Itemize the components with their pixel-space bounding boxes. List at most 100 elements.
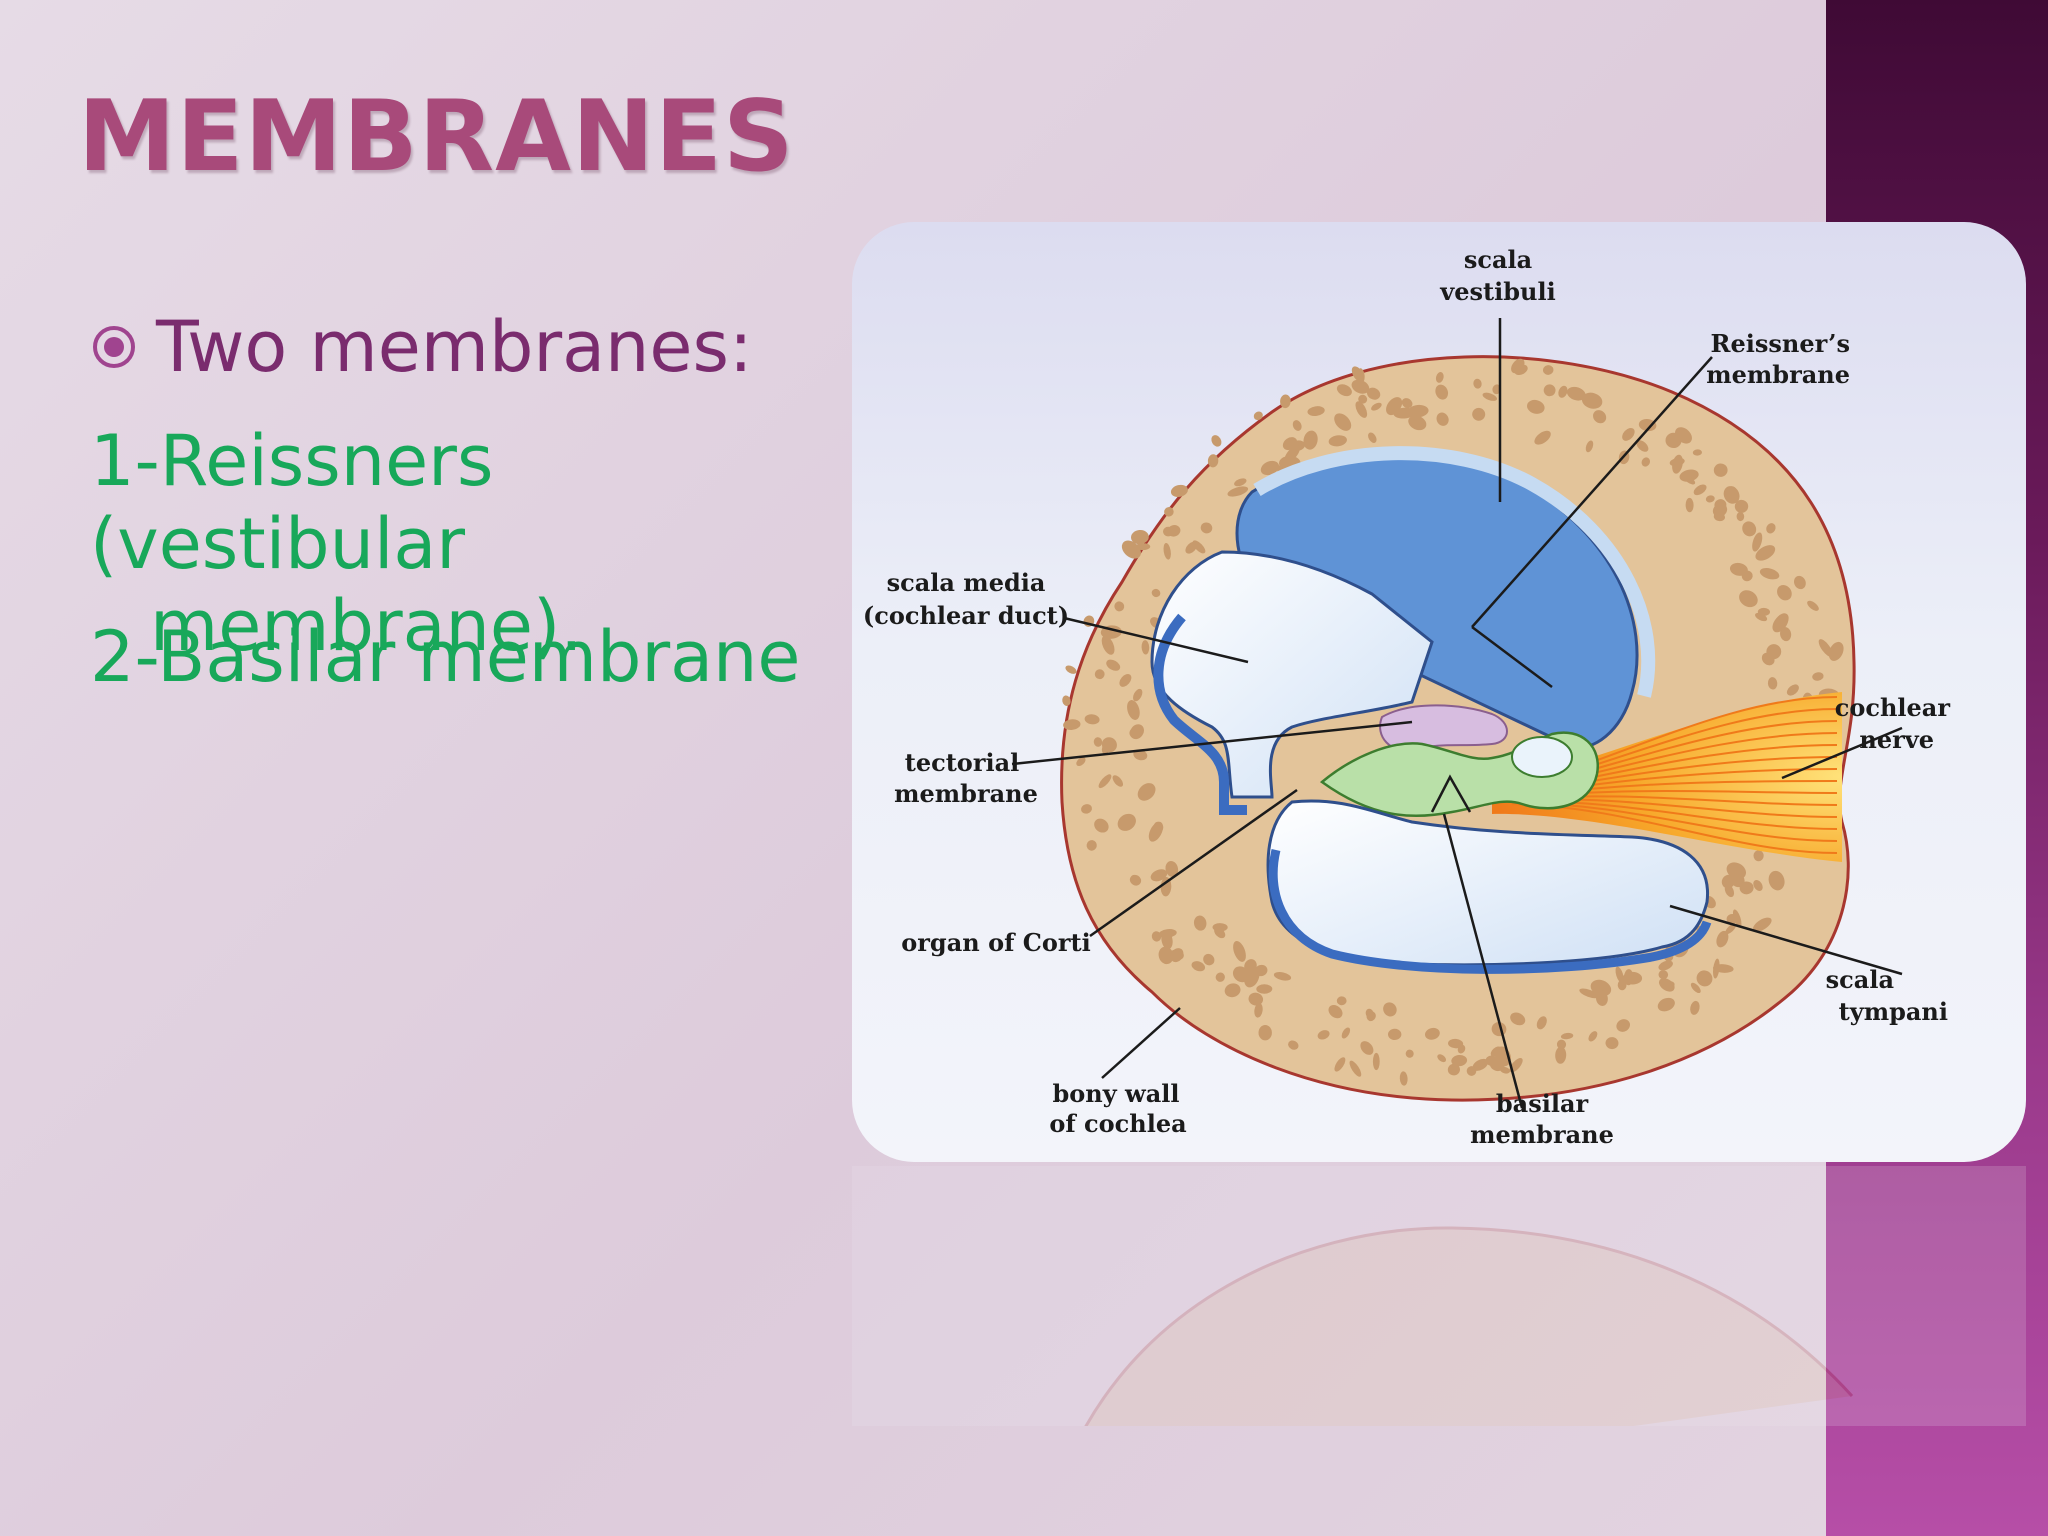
scala-tympani-wall [1268,848,1712,974]
bone-spot [1248,992,1264,1006]
bone-spot [1185,541,1198,554]
bone-spot [1227,486,1249,497]
bone-spot [1151,588,1161,598]
bone-spot [1767,677,1778,690]
bone-spot [1675,427,1692,444]
bone-spot [1336,996,1347,1006]
bone-spot [1154,821,1164,832]
bone-spot [1163,542,1171,560]
bone-spot [1130,724,1144,740]
label-bony-wall-1: bony wall [1053,1079,1180,1108]
bone-spot [1527,399,1545,414]
bone-spot [1256,984,1273,994]
label-basilar-2: membrane [1470,1120,1614,1149]
bone-spot [1065,665,1077,674]
bullet-text: Two membranes: [156,306,753,388]
bone-spot [1622,427,1635,441]
bullet-line: Two membranes: [90,306,753,389]
bone-spot [1696,970,1713,987]
bone-spot [1112,775,1124,787]
bone-spot [1692,449,1702,456]
bone-spot [1742,521,1757,537]
bone-spot [1757,607,1770,616]
bone-spot [1617,979,1627,991]
bone-spot [1739,590,1758,608]
bone-spot [1585,440,1594,453]
diagram-labels: scala vestibuli Reissner’s membrane scal… [863,245,1950,1149]
bone-spot [1121,540,1141,559]
bone-spot [1818,639,1833,657]
bone-spot [1807,600,1819,611]
bone-spot [1399,1071,1408,1086]
bone-spot [1472,1058,1489,1071]
bone-spot [1260,460,1280,476]
bone-spot [1292,420,1302,431]
bone-spot [1366,387,1381,400]
bone-spot [1690,982,1701,994]
bone-spot [1435,372,1444,383]
label-basilar-1: basilar [1496,1089,1589,1118]
bone-spot [1214,927,1226,939]
bone-spot [1734,499,1749,513]
bone-spot [1641,457,1651,467]
bone-spot [1812,672,1824,681]
scala-media [1150,550,1434,799]
bone-spot [1094,818,1109,833]
bone-spot [1732,909,1742,928]
bone-spot [1141,640,1150,655]
bone-spot [1133,749,1148,761]
bone-spot [1207,454,1219,468]
bone-spot [1774,613,1789,630]
bone-spot [1355,401,1368,418]
bone-spot [1288,1040,1299,1050]
bone-spot [1106,659,1121,671]
label-bony-wall-2: of cochlea [1049,1109,1186,1138]
bone-spot [1605,1037,1619,1050]
bone-spot [1334,1057,1346,1072]
bone-spot [1164,507,1174,517]
bone-spot [1669,457,1685,467]
bone-spot [1786,684,1799,696]
bone-spot [1723,486,1740,504]
bone-spot [1657,997,1675,1012]
bone-spot [1341,1027,1351,1039]
label-scala-media-1: scala media [887,568,1046,597]
bone-spot [1383,1002,1397,1017]
bone-spot [1328,435,1347,447]
bone-spot [1334,413,1352,431]
scala-media-wall [1153,613,1247,815]
bone-spot [1437,1054,1447,1063]
bone-spot [1317,1030,1330,1040]
bone-spot [1408,415,1427,431]
bone-spot [1759,567,1780,580]
bone-spot [1473,378,1482,389]
bone-spot [1094,669,1105,680]
bone-spot [1360,1041,1374,1055]
bone-spot [1729,562,1748,576]
label-reissners-1: Reissner’s [1711,329,1850,358]
bone-spot [1372,1052,1380,1071]
bone-spot [1254,964,1268,977]
bone-spot [1436,412,1449,426]
bone-spot [1726,862,1747,880]
bone-spot [1536,1016,1547,1030]
bone-spot [1593,410,1607,424]
bone-spot [1543,384,1556,397]
bone-spot [1534,430,1551,445]
bone-spot [1472,407,1486,421]
scala-vestibuli-rim [1253,446,1656,698]
label-scala-tympani-2: tympani [1839,997,1948,1026]
bone-spot [1366,1011,1376,1022]
bone-spot [1435,384,1449,400]
bone-spot [1101,635,1115,655]
bone-spot [1203,953,1215,966]
label-scala-vestibuli-2: vestibuli [1439,277,1555,306]
bone-spot [1693,484,1707,496]
bone-spot [1062,695,1071,706]
bone-spot [1193,915,1207,931]
list-item-reissners-line2: membrane). [150,585,583,668]
bone-spot [1766,523,1776,534]
bone-spot [1357,368,1365,383]
bone-spot [1076,757,1086,767]
